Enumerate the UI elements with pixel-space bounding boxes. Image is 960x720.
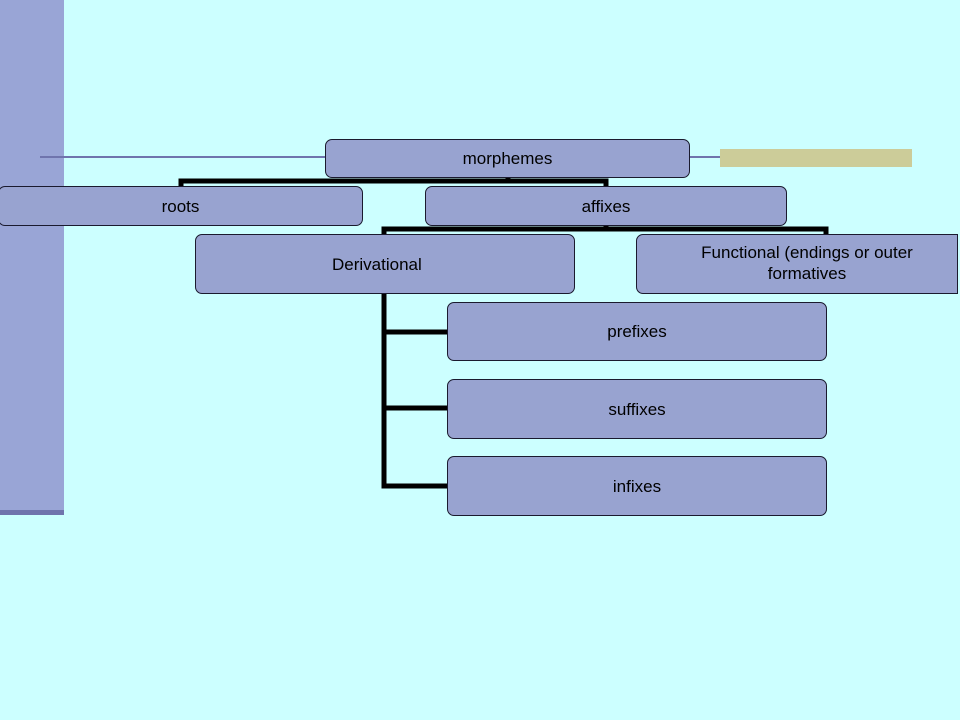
node-affixes-label: affixes: [581, 196, 631, 216]
sidebar-decoration-base: [0, 510, 64, 515]
node-prefixes-label: prefixes: [607, 322, 667, 341]
node-morphemes-label: morphemes: [462, 149, 553, 168]
node-affixes: affixes: [425, 186, 787, 226]
sidebar-decoration-bar: [0, 0, 64, 512]
node-functional-label: Functional (endings or outer formatives: [701, 243, 913, 283]
node-infixes-label: infixes: [612, 476, 662, 496]
node-suffixes: suffixes: [447, 379, 827, 439]
node-functional: Functional (endings or outer formatives: [636, 234, 958, 294]
node-infixes: infixes: [447, 456, 827, 516]
node-suffixes-label: suffixes: [608, 399, 666, 419]
node-derivational: Derivational: [195, 234, 575, 294]
accent-block: [720, 149, 912, 167]
node-roots: roots: [0, 186, 363, 226]
node-roots-label: roots: [161, 196, 200, 216]
node-morphemes: morphemes: [325, 139, 690, 178]
node-prefixes: prefixes: [447, 302, 827, 361]
node-derivational-label: Derivational: [332, 254, 422, 274]
